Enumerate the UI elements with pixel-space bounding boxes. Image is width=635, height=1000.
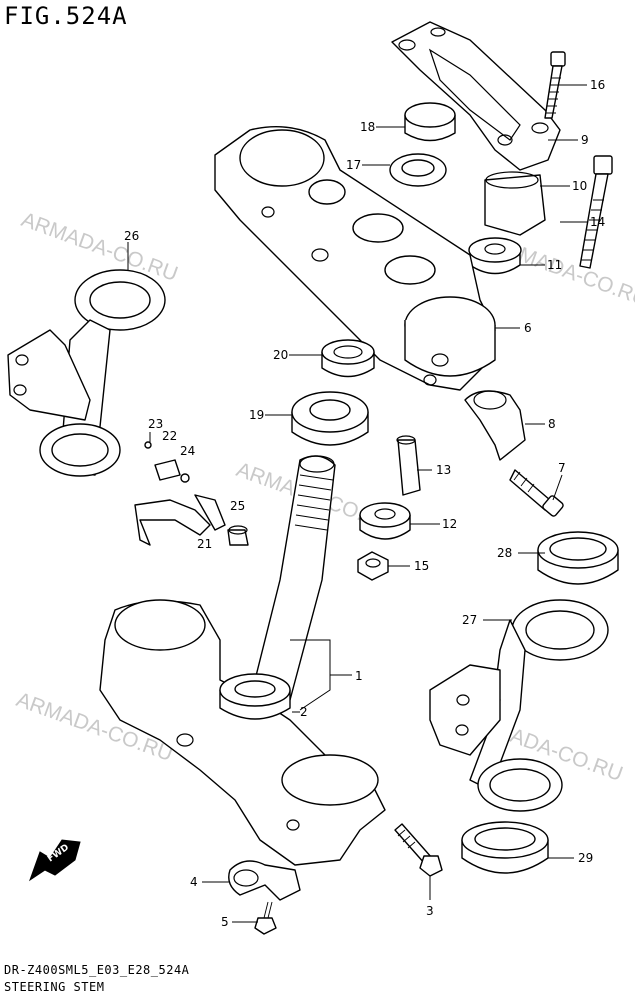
callout-8: 8	[548, 417, 556, 431]
callout-28: 28	[497, 546, 512, 560]
bolt-16[interactable]	[544, 51, 566, 119]
clamp-4[interactable]	[228, 860, 301, 901]
callout-20: 20	[273, 348, 288, 362]
bracket-26[interactable]	[7, 269, 166, 477]
damper-10[interactable]	[484, 171, 546, 236]
bracket-27[interactable]	[429, 599, 609, 812]
callout-29: 29	[578, 851, 593, 865]
bolt-14[interactable]	[579, 155, 613, 269]
callout-24: 24	[180, 444, 195, 458]
callout-7: 7	[558, 461, 566, 475]
callout-23: 23	[148, 417, 163, 431]
callouts: 1 2 3 4 5 6 7 8 9 10 11 12 13 14 15 16 1…	[124, 78, 605, 929]
steering-nut-20[interactable]	[321, 339, 375, 378]
callout-15: 15	[414, 559, 429, 573]
callout-10: 10	[572, 179, 587, 193]
callout-21: 21	[197, 537, 212, 551]
washer-17[interactable]	[389, 153, 447, 187]
bearing-2[interactable]	[219, 673, 291, 720]
callout-11: 11	[547, 258, 562, 272]
callout-5: 5	[221, 915, 229, 929]
seal-28[interactable]	[537, 531, 619, 585]
spacer-13[interactable]	[396, 435, 421, 496]
callout-9: 9	[581, 133, 589, 147]
callout-18: 18	[360, 120, 375, 134]
callout-2: 2	[300, 705, 308, 719]
callout-12: 12	[442, 517, 457, 531]
figure-name: STEERING STEM	[4, 980, 105, 994]
figure-code: DR-Z400SML5_E03_E28_524A	[4, 963, 190, 977]
callout-14: 14	[590, 215, 605, 229]
seal-29[interactable]	[461, 821, 549, 874]
bolt-7[interactable]	[509, 469, 564, 517]
callout-1: 1	[355, 669, 363, 683]
cap-nut-18[interactable]	[404, 102, 456, 142]
wire-clamp-assembly[interactable]	[134, 432, 249, 546]
callout-4: 4	[190, 875, 198, 889]
steering-stem-lower-1[interactable]	[99, 455, 386, 866]
figure-title: FIG.524A	[4, 2, 128, 30]
callout-25: 25	[230, 499, 245, 513]
callout-16: 16	[590, 78, 605, 92]
callout-3: 3	[426, 904, 434, 918]
bolt-5[interactable]	[254, 901, 277, 935]
callout-22: 22	[162, 429, 177, 443]
damper-11[interactable]	[468, 237, 522, 275]
bushing-12[interactable]	[359, 502, 411, 540]
callout-13: 13	[436, 463, 451, 477]
callout-17: 17	[346, 158, 361, 172]
bolt-3[interactable]	[394, 823, 443, 877]
bearing-19[interactable]	[291, 391, 369, 446]
leader-lines	[127, 84, 587, 923]
steering-stem-head-6[interactable]	[214, 125, 496, 391]
callout-26: 26	[124, 229, 139, 243]
callout-27: 27	[462, 613, 477, 627]
callout-19: 19	[249, 408, 264, 422]
nut-15[interactable]	[357, 551, 389, 581]
bracket-8[interactable]	[464, 390, 526, 461]
callout-6: 6	[524, 321, 532, 335]
fwd-arrow: FWD	[29, 839, 81, 882]
handlebar-clamp-upper[interactable]	[391, 21, 561, 171]
